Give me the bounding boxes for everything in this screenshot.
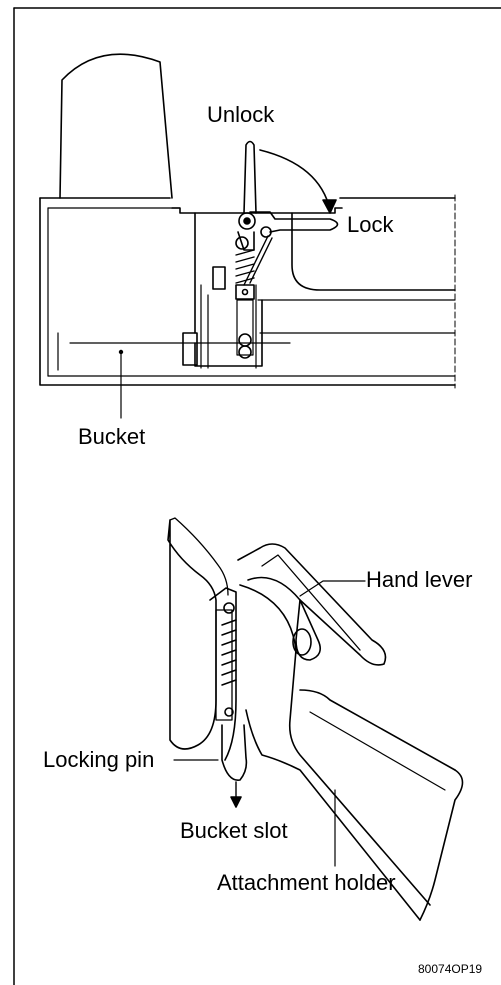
pin-roll-1	[238, 333, 252, 347]
pin-block	[182, 332, 198, 366]
label-hand-lever: Hand lever	[366, 567, 473, 592]
top-view-illustration	[39, 53, 456, 419]
swing-arrow-path	[259, 149, 331, 211]
holder-top-edge	[239, 584, 431, 906]
label-locking-pin: Locking pin	[43, 747, 155, 772]
housing-bottom	[194, 299, 263, 367]
pin-hole	[241, 288, 249, 296]
perspective-view-illustration	[167, 517, 464, 921]
holder-bottom-edge	[245, 709, 421, 921]
label-unlock: Unlock	[207, 102, 275, 127]
hand-lever-body	[237, 543, 387, 666]
label-bucket-slot: Bucket slot	[180, 818, 288, 843]
label-bucket: Bucket	[78, 424, 146, 449]
hand-lever-edge	[261, 554, 361, 651]
lever-pivot-outer	[238, 212, 256, 230]
pin-roll-2	[238, 345, 252, 359]
holder-flange-end	[419, 769, 464, 921]
hand-lever-unlocked	[243, 140, 257, 214]
locking-pin-body	[236, 299, 254, 356]
hand-lever-locked	[249, 211, 339, 233]
lever-pivot-inner	[243, 217, 251, 225]
spring-top-cap	[223, 602, 235, 614]
label-attachment-holder: Attachment holder	[217, 870, 396, 895]
pin-housing	[209, 587, 237, 761]
spring-anchor	[260, 226, 272, 238]
mount-plate	[171, 207, 343, 214]
hand-lever-leader	[299, 580, 366, 597]
locking-pin-tip	[221, 724, 248, 781]
holder-boss-hole	[292, 628, 312, 656]
link-ring	[235, 236, 249, 250]
holder-flange-top	[299, 689, 456, 771]
bucket-back-plate	[59, 53, 173, 199]
channel-upper	[291, 212, 456, 291]
swing-arrow-head	[322, 199, 337, 214]
spring-coil	[235, 235, 273, 286]
bracket-plate	[167, 519, 217, 750]
pin-spring	[221, 619, 237, 686]
spring-bottom-cap	[224, 707, 234, 717]
link-arm	[237, 231, 255, 251]
pin-head	[235, 284, 255, 300]
bracket-edge	[169, 517, 229, 596]
figure-code: 80074OP19	[418, 962, 483, 976]
label-lock: Lock	[347, 212, 394, 237]
holder-flange-inner	[309, 711, 446, 791]
small-block	[212, 266, 226, 290]
bucket-slot-arrow-head	[230, 796, 242, 808]
frame-outline	[39, 197, 456, 386]
